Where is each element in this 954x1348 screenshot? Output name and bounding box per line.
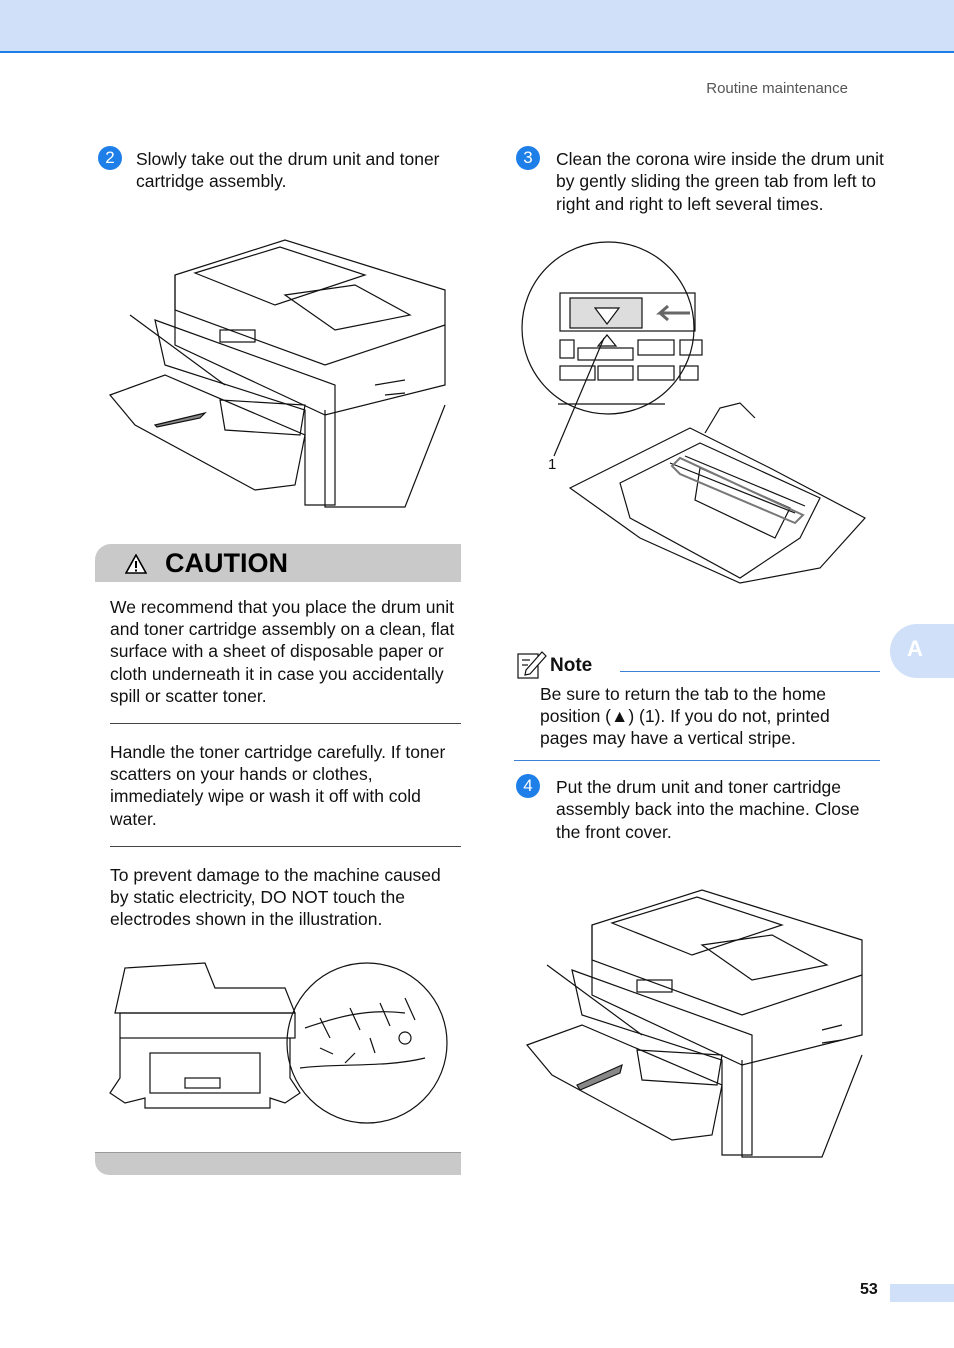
- note-rule-top: [620, 671, 880, 672]
- pencil-note-icon: [517, 651, 547, 679]
- corona-wire-illustration: [521, 241, 866, 584]
- page-number-bar: [890, 1284, 954, 1302]
- caution-footer-bar: [95, 1152, 461, 1175]
- page-number: 53: [860, 1281, 878, 1298]
- note-text: Be sure to return the tab to the home po…: [540, 684, 830, 749]
- drum-reinsert-illustration: [525, 889, 863, 1158]
- note-rule-bottom: [514, 760, 880, 761]
- caution-banner: CAUTION: [95, 544, 461, 582]
- top-band: [0, 0, 954, 53]
- electrodes-illustration: [109, 962, 448, 1124]
- caution-paragraph-3: To prevent damage to the machine caused …: [110, 865, 441, 930]
- caution-divider-1: [110, 723, 461, 724]
- running-header: Routine maintenance: [706, 80, 848, 97]
- step-number-4: 4: [516, 774, 540, 798]
- caution-paragraph-2: Handle the toner cartridge carefully. If…: [110, 742, 446, 829]
- step-number-2: 2: [98, 146, 122, 170]
- step-4-text: Put the drum unit and toner cartridge as…: [556, 777, 860, 842]
- step-2-text: Slowly take out the drum unit and toner …: [136, 149, 440, 192]
- caution-label: CAUTION: [165, 548, 288, 578]
- step-number-3: 3: [516, 146, 540, 170]
- warning-icon: [125, 554, 147, 574]
- callout-1: 1: [548, 456, 557, 473]
- note-label: Note: [550, 655, 593, 676]
- caution-divider-2: [110, 846, 461, 847]
- drum-removal-illustration: [108, 239, 446, 508]
- caution-paragraph-1: We recommend that you place the drum uni…: [110, 597, 455, 706]
- step-3-text: Clean the corona wire inside the drum un…: [556, 149, 884, 214]
- appendix-tab-label: A: [907, 636, 923, 661]
- appendix-tab: A: [890, 624, 954, 678]
